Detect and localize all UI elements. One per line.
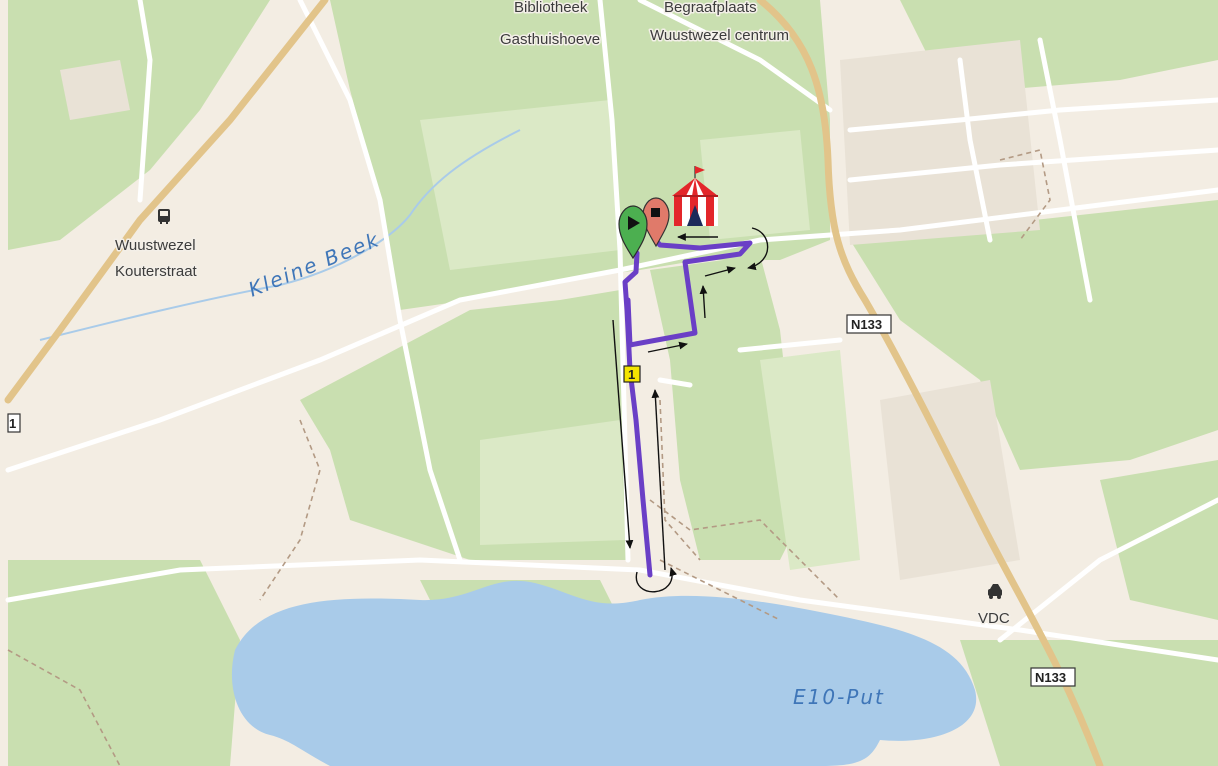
road-shield-n133-north: N133 [846, 314, 892, 334]
kleine-beek-stream [39, 129, 521, 341]
place-label-gasthuishoeve: Gasthuishoeve [500, 31, 600, 48]
place-label-centrum: Wuustwezel centrum [650, 27, 789, 44]
svg-text:1: 1 [9, 416, 16, 431]
svg-text:N133: N133 [851, 317, 882, 332]
footpaths [7, 149, 1051, 766]
place-label-vdc: VDC [978, 610, 1010, 627]
circus-tent-icon [672, 166, 718, 226]
route-marker-1[interactable]: 1 [623, 365, 641, 383]
road-shield-n133-south: N133 [1030, 667, 1076, 687]
start-pin-icon[interactable] [618, 205, 648, 260]
road-west [4, 0, 329, 404]
place-label-begraafplaats: Begraafplaats [664, 0, 757, 16]
lake-label: E10-Put [793, 685, 885, 709]
route-direction-arrows [612, 227, 769, 593]
road-shield-edge-left: 1 [7, 413, 21, 433]
bus-stop-icon [158, 209, 170, 224]
place-label-bibliotheek: Bibliotheek [514, 0, 588, 16]
place-label-kouterstraat-2: Kouterstraat [115, 263, 198, 280]
place-label-kouterstraat-1: Wuustwezel [115, 237, 196, 254]
svg-text:N133: N133 [1035, 670, 1066, 685]
lake [231, 580, 977, 766]
race-route [622, 235, 753, 578]
svg-text:1: 1 [628, 367, 635, 382]
fields [420, 100, 860, 570]
minor-roads [5, 0, 1218, 663]
car-icon [988, 584, 1002, 599]
